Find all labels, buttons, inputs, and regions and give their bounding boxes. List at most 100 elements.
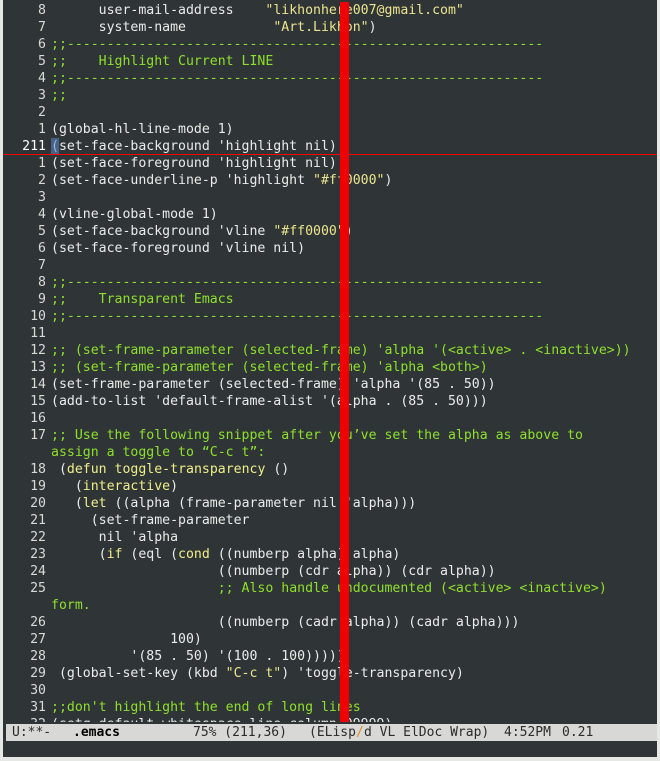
code-line[interactable]: 8 ;;-------------------------------------… <box>3 274 657 291</box>
code-line[interactable]: 26 ((numberp (cadr alpha)) (cadr alpha))… <box>3 614 657 631</box>
code-line[interactable]: 11 <box>3 325 657 342</box>
line-number: 25 <box>30 581 46 596</box>
line-number: 26 <box>30 615 46 630</box>
code-line[interactable]: 1(global-hl-line-mode 1) <box>3 121 657 138</box>
code-line[interactable]: 2 <box>3 104 657 121</box>
code-line[interactable]: 10;;------------------------------------… <box>3 308 657 325</box>
code-line[interactable]: 31;;don't highlight the end of long line… <box>3 699 657 716</box>
line-number: 12 <box>30 343 46 358</box>
line-code: user-mail-address "likhonhere007@gmail.c… <box>51 2 464 19</box>
code-line[interactable]: 2 (set-face-underline-p 'highlight "#ff00… <box>3 172 657 189</box>
code-line[interactable]: 24 ((numberp (cdr alpha)) (cdr alpha)) <box>3 563 657 580</box>
code-line[interactable]: 15(add-to-list 'default-frame-alist '(al… <box>3 393 657 410</box>
comment-token: ;; Transparent Emacs <box>51 292 234 307</box>
comment-token: ;;don't highlight the end of long lines <box>51 700 361 715</box>
line-code: (set-face-underline-p 'highlight "#ff000… <box>51 172 392 189</box>
modeline-mode-rest[interactable]: d VL ElDoc Wrap) <box>364 725 490 740</box>
line-code: (interactive) <box>51 478 178 495</box>
line-code: 100) <box>51 631 202 648</box>
line-number: 8 <box>38 275 46 290</box>
line-code: ;; (set-frame-parameter (selected-frame)… <box>51 342 631 359</box>
code-line[interactable]: 8 user-mail-address "likhonhere007@gmail… <box>3 2 657 19</box>
mode-line[interactable]: U:**- .emacs 75% (211,36) (ELisp / d VL … <box>6 724 657 741</box>
comment-token: ;; (set-frame-parameter (selected-frame)… <box>51 360 488 375</box>
string-token: "#ff0000" <box>273 224 345 239</box>
line-number: 29 <box>30 666 46 681</box>
editor-buffer[interactable]: 8 user-mail-address "likhonhere007@gmail… <box>3 2 657 722</box>
code-line[interactable]: 21 (set-frame-parameter <box>3 512 657 529</box>
modeline-buffer-name[interactable]: .emacs <box>73 725 120 740</box>
code-token: ) <box>384 173 393 188</box>
code-line[interactable]: assign a toggle to “C-c t”: <box>3 444 657 461</box>
code-line[interactable]: 18 (defun toggle-transparency () <box>3 461 657 478</box>
code-token: ( <box>51 479 83 494</box>
line-code: ;;don't highlight the end of long lines <box>51 699 361 716</box>
code-line[interactable]: 20 (let ((alpha (frame-parameter nil 'al… <box>3 495 657 512</box>
line-number: 1 <box>38 156 46 171</box>
line-code: (let ((alpha (frame-parameter nil 'alpha… <box>51 495 416 512</box>
current-code-line[interactable]: 211(set-face-background 'highlight nil) <box>3 138 657 155</box>
code-token: ( <box>51 547 107 562</box>
code-line[interactable]: 25 ;; Also handle undocumented (<active>… <box>3 580 657 597</box>
code-line[interactable]: 3;; <box>3 87 657 104</box>
code-token: ((numberp alpha) alpha) <box>209 547 401 562</box>
line-code: ;;--------------------------------------… <box>51 274 543 291</box>
code-token: (set-face-background 'highlight nil) <box>51 139 337 154</box>
code-line[interactable]: 14(set-frame-parameter (selected-frame) … <box>3 376 657 393</box>
comment-token: ;; Also handle undocumented (<active> <i… <box>217 581 607 596</box>
line-number: 2 <box>38 173 46 188</box>
line-number: 3 <box>38 88 46 103</box>
code-token: (set-face-underline-p 'highlight <box>51 173 314 188</box>
code-line[interactable]: 9;; Transparent Emacs <box>3 291 657 308</box>
keyword-token: interactive <box>82 479 171 494</box>
line-number: 2 <box>38 105 46 120</box>
code-token: system-name <box>51 20 274 35</box>
code-line[interactable]: 5;; Highlight Current LINE <box>3 53 657 70</box>
line-number: 30 <box>30 683 46 698</box>
keyword-token: if <box>106 547 123 562</box>
modeline-mode-open[interactable]: (ELisp <box>309 725 356 740</box>
code-token: (global-set-key (kbd <box>51 666 226 681</box>
code-line[interactable]: 19 (interactive) <box>3 478 657 495</box>
code-line[interactable]: 5(set-face-background 'vline "#ff0000") <box>3 223 657 240</box>
code-line[interactable]: 17;; Use the following snippet after you… <box>3 427 657 444</box>
current-line-underline <box>3 154 657 155</box>
line-number: 3 <box>38 190 46 205</box>
code-line[interactable]: 3 <box>3 189 657 206</box>
code-token: nil 'alpha <box>51 530 179 545</box>
code-line[interactable]: 7 system-name "Art.Likhon") <box>3 19 657 36</box>
code-line[interactable]: 22 nil 'alpha <box>3 529 657 546</box>
line-code: nil 'alpha <box>51 529 178 546</box>
code-line[interactable]: 28 '(85 . 50) '(100 . 100))))) <box>3 648 657 665</box>
code-line[interactable]: 6;;-------------------------------------… <box>3 36 657 53</box>
code-line[interactable]: 1(set-face-foreground 'highlight nil) <box>3 155 657 172</box>
code-token: ((numberp (cadr alpha)) (cadr alpha))) <box>51 615 520 630</box>
code-line[interactable]: 30 <box>3 682 657 699</box>
code-line[interactable]: 23 (if (eql (cond ((numberp alpha) alpha… <box>3 546 657 563</box>
code-line[interactable]: 12 ;; (set-frame-parameter (selected-fram… <box>3 342 657 359</box>
code-token: '(85 . 50) '(100 . 100))))) <box>51 649 345 664</box>
code-line[interactable]: 4(vline-global-mode 1) <box>3 206 657 223</box>
line-number: 4 <box>38 71 46 86</box>
line-code: (set-frame-parameter (selected-frame) 'a… <box>51 376 496 393</box>
code-line[interactable]: 27 100) <box>3 631 657 648</box>
line-code: (defun toggle-transparency () <box>51 461 289 478</box>
code-line[interactable]: 16 <box>3 410 657 427</box>
code-token: ((alpha (frame-parameter nil 'alpha))) <box>106 496 417 511</box>
line-code: ;;--------------------------------------… <box>51 308 543 325</box>
code-token: (setq-default whitespace-line-column 999… <box>51 717 392 722</box>
minibuffer[interactable] <box>3 741 657 757</box>
code-line[interactable]: 29 (global-set-key (kbd "C-c t") 'toggle… <box>3 665 657 682</box>
modeline-load: 0.21 <box>562 725 594 740</box>
code-line[interactable]: 13;; (set-frame-parameter (selected-fram… <box>3 359 657 376</box>
code-line[interactable]: 7 <box>3 257 657 274</box>
code-line[interactable]: 6(set-face-foreground 'vline nil) <box>3 240 657 257</box>
comment-token: assign a toggle to “C-c t”: <box>51 445 266 460</box>
code-line[interactable]: form. <box>3 597 657 614</box>
line-number: 20 <box>30 496 46 511</box>
line-code: assign a toggle to “C-c t”: <box>51 444 265 461</box>
line-number: 11 <box>30 326 46 341</box>
code-token: (eql ( <box>122 547 179 562</box>
code-line[interactable]: 4;;-------------------------------------… <box>3 70 657 87</box>
code-line[interactable]: 32(setq-default whitespace-line-column 9… <box>3 716 657 722</box>
